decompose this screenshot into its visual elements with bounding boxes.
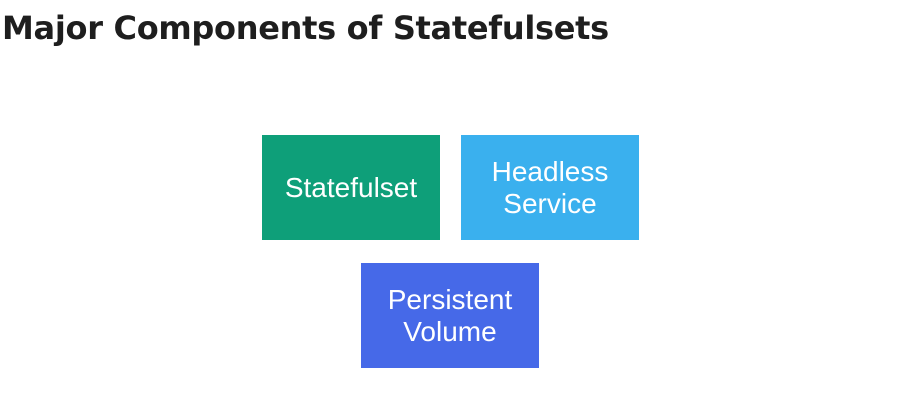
- persistent-volume-label-line-1: Persistent: [387, 283, 513, 315]
- persistent-volume-label-line-2: Volume: [403, 315, 497, 347]
- persistent-volume-label: Persistent Volume: [388, 284, 513, 348]
- page-title: Major Components of Statefulsets: [2, 9, 609, 47]
- statefulset-label-line-1: Statefulset: [284, 171, 418, 203]
- headless-service-box: Headless Service: [461, 135, 639, 240]
- headless-service-label-line-2: Service: [503, 187, 597, 219]
- persistent-volume-box: Persistent Volume: [361, 263, 539, 368]
- statefulset-label: Statefulset: [285, 172, 417, 204]
- statefulset-box: Statefulset: [262, 135, 440, 240]
- headless-service-label-line-1: Headless: [491, 155, 609, 187]
- headless-service-label: Headless Service: [492, 156, 609, 220]
